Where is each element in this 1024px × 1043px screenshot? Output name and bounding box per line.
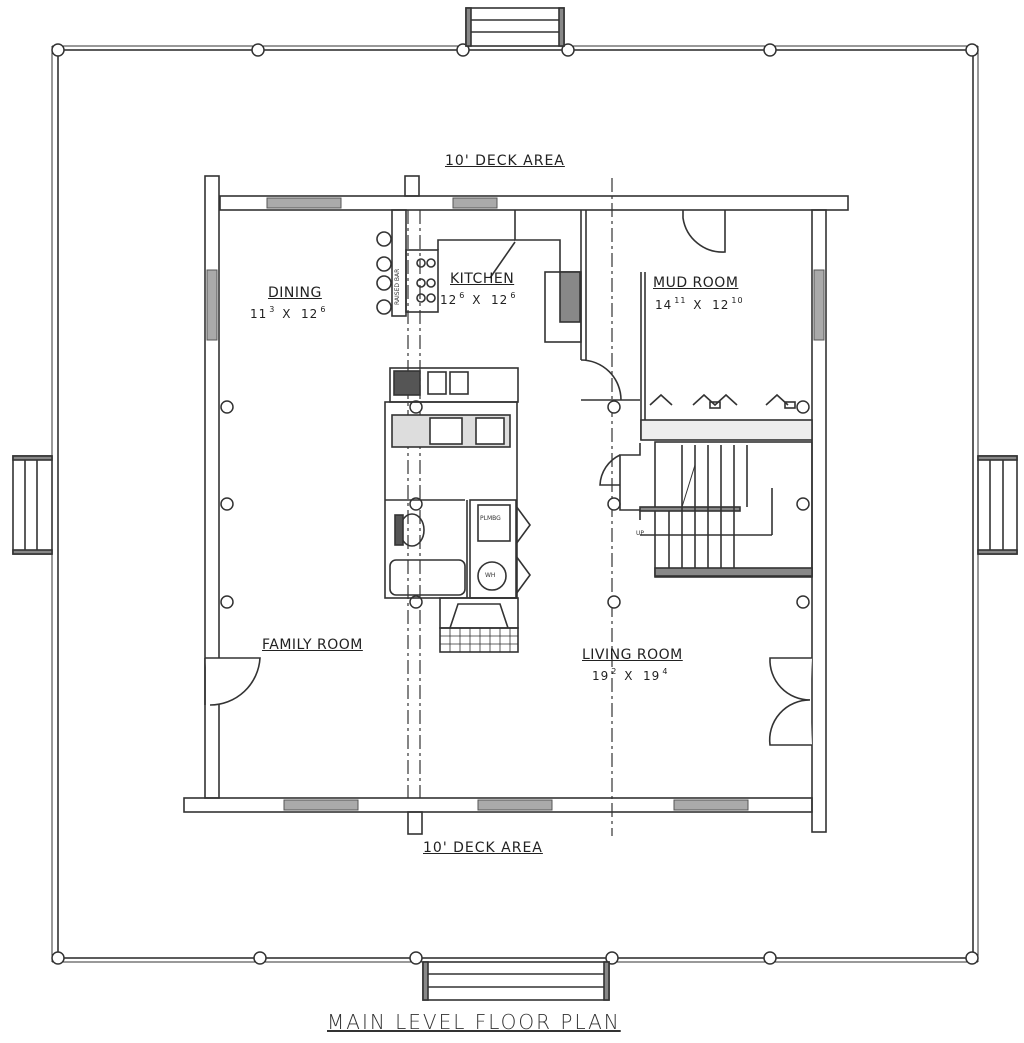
dining-label: DINING	[268, 285, 322, 301]
deck-posts	[51, 43, 979, 965]
living-room-french-door	[768, 657, 812, 746]
bottom-deck-stairs	[422, 961, 610, 1001]
interior-stairs	[599, 441, 813, 578]
stair-up-label: UP	[636, 530, 645, 537]
kitchen-walls	[437, 210, 640, 401]
right-deck-stairs	[977, 455, 1018, 555]
windows	[206, 197, 825, 811]
bottom-deck-label: 10' DECK AREA	[423, 840, 543, 856]
fireplace	[439, 597, 519, 653]
deck-perimeter	[57, 49, 974, 959]
plan-title: MAIN LEVEL FLOOR PLAN	[327, 1010, 621, 1034]
top-deck-label: 10' DECK AREA	[445, 153, 565, 169]
kitchen-label: KITCHEN	[450, 271, 515, 287]
top-deck-stairs	[465, 7, 565, 47]
family-room-label: FAMILY ROOM	[262, 637, 363, 653]
mud-room-label: MUD ROOM	[653, 275, 739, 291]
water-heater-label: WH	[485, 572, 496, 579]
raised-bar-label: RAISED BAR	[394, 268, 401, 305]
living-room-label: LIVING ROOM	[582, 647, 683, 663]
interior-columns	[220, 400, 810, 609]
family-room-door	[204, 657, 261, 706]
left-deck-stairs	[12, 455, 53, 555]
raised-bar	[376, 209, 439, 317]
plumbing-label: PLMBG	[480, 515, 501, 522]
mud-room-walls	[640, 210, 813, 441]
kitchen-core	[384, 367, 531, 599]
